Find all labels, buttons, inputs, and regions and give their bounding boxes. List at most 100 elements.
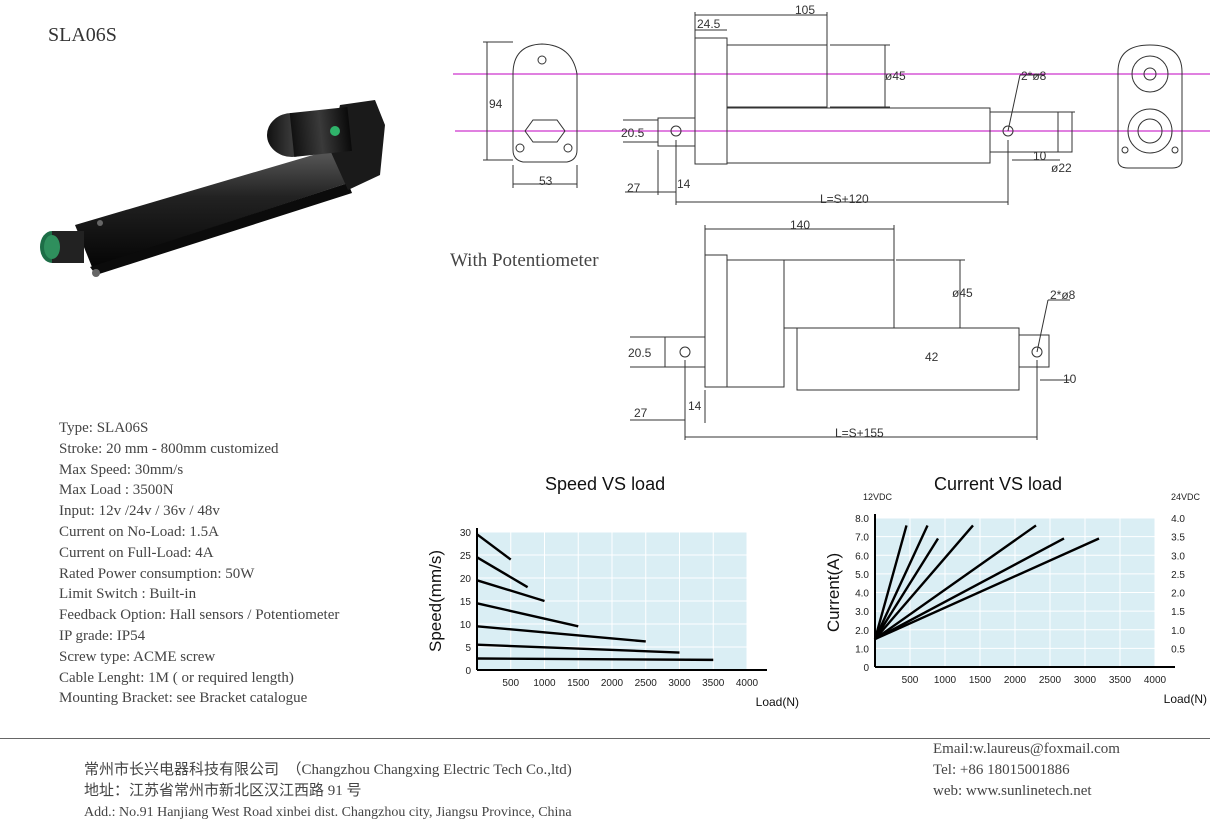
y-axis-label: Current(A)	[824, 553, 843, 632]
spec-item: Limit Switch : Built-in	[59, 586, 197, 603]
spec-item: Input: 12v /24v / 36v / 48v	[59, 503, 220, 520]
series-line	[476, 602, 579, 628]
contact-info: Email:w.laureus@foxmail.com Tel: +86 180…	[933, 739, 1120, 802]
series-line	[874, 537, 1065, 641]
company-info: 常州市长兴电器科技有限公司 （Changzhou Changxing Elect…	[84, 760, 572, 823]
x-tick-label: 2000	[1004, 675, 1027, 686]
x-tick-label: 2000	[601, 678, 624, 689]
x-tick-label: 1000	[934, 675, 957, 686]
website-link[interactable]: web: www.sunlinetech.net	[933, 783, 1092, 799]
y-tick-label: 30	[460, 528, 472, 539]
company-name-cn: 常州市长兴电器科技有限公司	[84, 762, 280, 778]
y-tick-label: 1.0	[855, 644, 869, 655]
dim-27: 27	[627, 181, 641, 195]
spec-item: Current on Full-Load: 4A	[59, 544, 214, 561]
dim-2xd8: 2*ø8	[1021, 69, 1047, 83]
dim-20-5: 20.5	[621, 126, 645, 140]
actuator-drawing: 94 53 105 24.5 ø45 2*ø8 20.5 27 14 10 ø2…	[453, 3, 1210, 206]
dim-d22: ø22	[1051, 161, 1072, 175]
y-tick-label: 5	[465, 643, 471, 654]
y-tick-label: 15	[460, 597, 472, 608]
actuator-photo	[40, 100, 385, 277]
y2-tick-label: 3.5	[1171, 533, 1185, 544]
y-tick-label: 0	[863, 663, 869, 674]
x-tick-label: 3500	[702, 678, 725, 689]
x-tick-label: 500	[902, 675, 919, 686]
product-title: SLA06S	[48, 24, 117, 46]
y-tick-label: 6.0	[855, 551, 869, 562]
y-tick-label: 10	[460, 620, 472, 631]
x-axis-label: Load(N)	[1164, 692, 1207, 706]
dim-105: 105	[795, 3, 815, 17]
series-line	[873, 524, 929, 640]
series-line	[476, 533, 512, 561]
spec-item: Stroke: 20 mm - 800mm customized	[59, 440, 279, 457]
series-line	[476, 556, 529, 589]
x-tick-label: 3000	[668, 678, 691, 689]
series-line	[874, 524, 974, 640]
y-tick-label: 4.0	[855, 589, 869, 600]
x-tick-label: 1000	[533, 678, 556, 689]
address-en: Add.: No.91 Hanjiang West Road xinbei di…	[84, 805, 572, 820]
y-tick-label: 20	[460, 574, 472, 585]
side-view-outline	[1117, 44, 1183, 169]
dim-20-5: 20.5	[628, 346, 652, 360]
current-chart-title: Current VS load	[934, 474, 1063, 494]
address-cn: 地址：江苏省常州市新北区汉江西路 91 号	[84, 783, 362, 799]
series-line	[873, 537, 940, 640]
y2-tick-label: 0.5	[1171, 644, 1185, 655]
end-view-outline	[512, 43, 578, 163]
spec-item: Type: SLA06S	[59, 420, 149, 436]
series-line	[873, 525, 908, 640]
dim-140: 140	[790, 218, 810, 232]
speed-chart: 500 1000 1500 2000 2500 3000 3500 4000 0 5 10 15 20 2…	[426, 528, 799, 709]
y-tick-label: 7.0	[855, 533, 869, 544]
series-line	[476, 625, 646, 643]
company-name-en: （Changzhou Changxing Electric Tech Co.,l…	[286, 762, 572, 778]
x-tick-label: 1500	[969, 675, 992, 686]
spec-item: Mounting Bracket: see Bracket catalogue	[59, 690, 308, 707]
x-tick-label: 500	[502, 678, 519, 689]
series-line	[476, 657, 714, 662]
x-tick-label: 2500	[635, 678, 658, 689]
right-axis-unit: 24VDC	[1171, 492, 1201, 502]
x-tick-label: 3000	[1074, 675, 1097, 686]
y-tick-label: 5.0	[855, 570, 869, 581]
email-link[interactable]: Email:w.laureus@foxmail.com	[933, 741, 1120, 757]
x-tick-label: 1500	[567, 678, 590, 689]
x-tick-label: 4000	[1144, 675, 1167, 686]
dim-10: 10	[1033, 149, 1047, 163]
dim-d45: ø45	[952, 286, 973, 300]
spec-item: IP grade: IP54	[59, 627, 146, 644]
dim-14: 14	[677, 177, 691, 191]
series-line	[874, 524, 1037, 641]
y2-tick-label: 2.5	[1171, 570, 1185, 581]
spec-list: Type: SLA06S Stroke: 20 mm - 800mm custom…	[59, 418, 339, 709]
dim-10: 10	[1063, 372, 1077, 386]
dim-24-5: 24.5	[697, 17, 721, 31]
footer-divider	[0, 738, 1210, 739]
potentiometer-drawing: 140 ø45 2*ø8 20.5 42 27 14 10 L=S+155	[628, 218, 1077, 440]
x-tick-label: 4000	[736, 678, 759, 689]
phone-number: Tel: +86 18015001886	[933, 762, 1070, 778]
potentiometer-label: With Potentiometer	[450, 250, 599, 271]
spec-item: Rated Power consumption: 50W	[59, 565, 255, 582]
dim-27: 27	[634, 406, 648, 420]
series-line	[874, 537, 1100, 641]
dim-42: 42	[925, 350, 939, 364]
x-tick-label: 2500	[1039, 675, 1062, 686]
y-tick-label: 25	[460, 551, 472, 562]
dim-length: L=S+120	[820, 192, 869, 206]
y-tick-label: 8.0	[855, 514, 869, 525]
spec-item: Feedback Option: Hall sensors / Potentio…	[59, 607, 340, 624]
dim-14: 14	[688, 399, 702, 413]
y2-tick-label: 3.0	[1171, 551, 1185, 562]
spec-item: Max Load : 3500N	[59, 482, 174, 499]
speed-chart-title: Speed VS load	[545, 474, 666, 494]
y-axis-label: Speed(mm/s)	[426, 550, 445, 652]
y-tick-label: 0	[465, 666, 471, 677]
series-line	[476, 643, 680, 654]
spec-item: Max Speed: 30mm/s	[59, 461, 184, 478]
y2-tick-label: 1.0	[1171, 626, 1185, 637]
